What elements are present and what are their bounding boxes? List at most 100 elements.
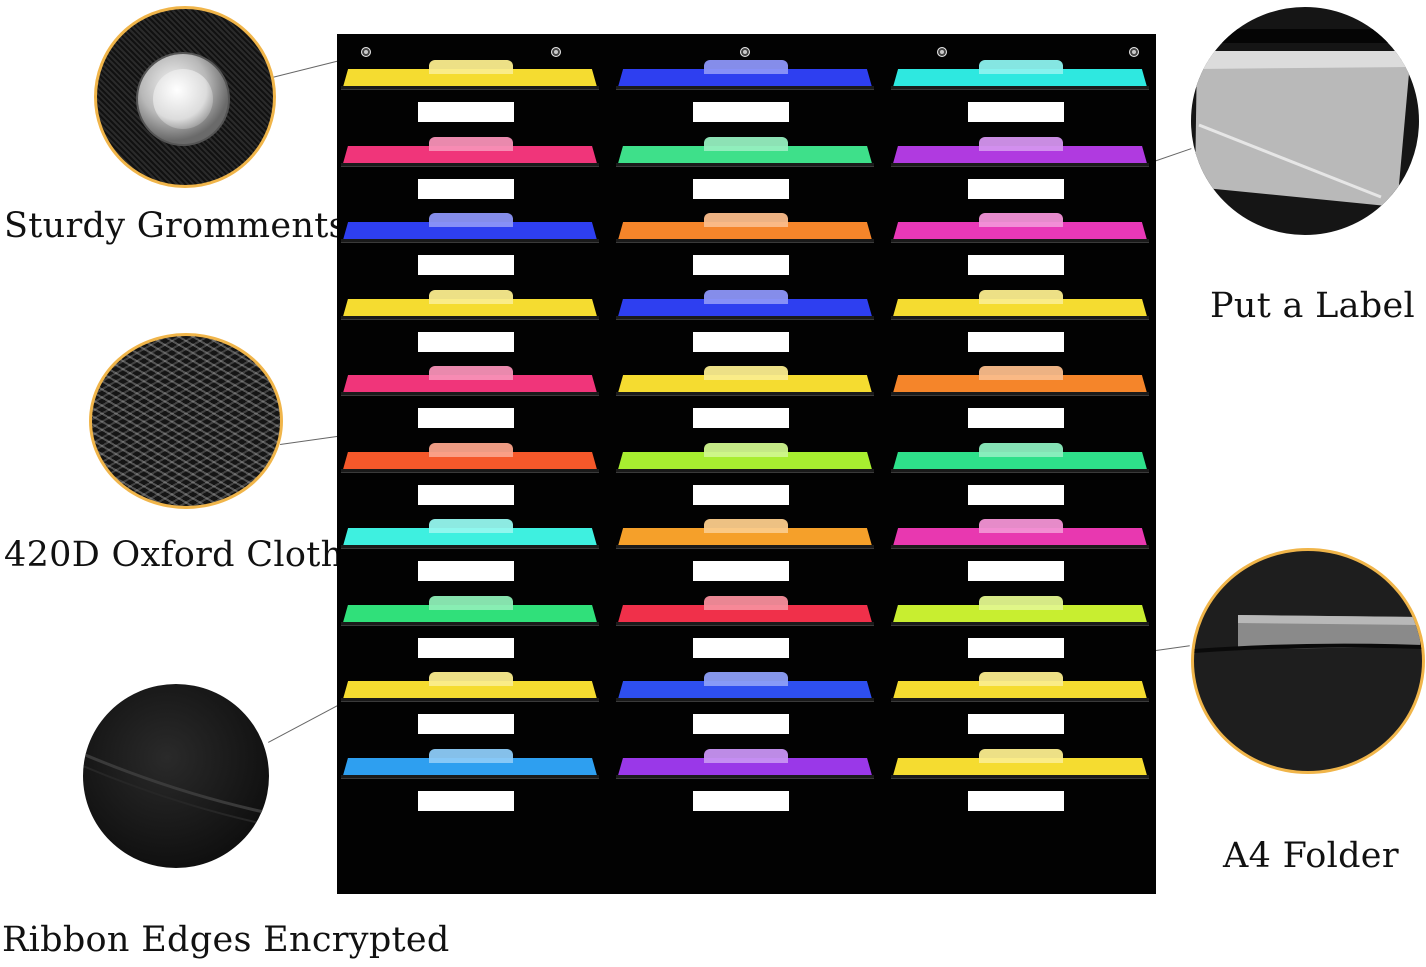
pocket-edge xyxy=(891,315,1149,320)
folder-body xyxy=(893,69,1147,87)
folder-body xyxy=(343,69,597,87)
pocket-edge xyxy=(341,315,599,320)
pocket-edge xyxy=(341,468,599,473)
folder-tab xyxy=(429,519,513,533)
folder-body xyxy=(893,757,1147,776)
folder-tab xyxy=(704,748,788,763)
folder-in-pocket-icon xyxy=(1194,615,1422,653)
leader-line-grommet xyxy=(272,60,339,78)
pocket-edge xyxy=(616,315,874,320)
pocket-edge xyxy=(616,545,874,549)
label-slot xyxy=(418,408,514,428)
folder-body xyxy=(343,681,597,699)
file-folder xyxy=(341,442,599,473)
pocket-edge xyxy=(891,545,1149,549)
grommet-icon xyxy=(136,52,230,146)
pocket-edge xyxy=(616,621,874,626)
folder-body xyxy=(618,145,872,164)
file-folder xyxy=(341,59,599,90)
pocket-edge xyxy=(891,239,1149,243)
grommet-closeup xyxy=(94,6,276,188)
pocket-edge xyxy=(341,239,599,243)
caption-label: Put a Label xyxy=(1210,286,1415,326)
caption-ribbon-edges: Ribbon Edges Encrypted xyxy=(2,920,450,960)
folder-tab xyxy=(429,748,513,763)
file-folder xyxy=(341,595,599,626)
file-folder xyxy=(891,442,1149,473)
folder-body xyxy=(618,681,872,699)
pocket-edge xyxy=(891,468,1149,473)
label-slot xyxy=(418,637,514,658)
folder-tab xyxy=(704,519,788,533)
pocket-edge xyxy=(341,86,599,90)
file-folder xyxy=(891,212,1149,243)
folder-tab xyxy=(429,595,513,610)
caption-oxford-cloth: 420D Oxford Cloth xyxy=(4,535,344,575)
oxford-cloth-closeup xyxy=(89,333,283,509)
pocket-edge xyxy=(891,162,1149,167)
label-slot xyxy=(968,714,1064,734)
folder-tab xyxy=(704,60,788,74)
folder-tab xyxy=(429,289,513,304)
file-folder xyxy=(891,289,1149,320)
folder-body xyxy=(893,222,1147,240)
label-slot xyxy=(418,255,514,275)
label-slot xyxy=(693,714,789,734)
folder-body xyxy=(343,451,597,470)
pocket-edge xyxy=(616,774,874,779)
file-folder xyxy=(616,518,874,549)
folder-tab xyxy=(704,213,788,227)
folder-tab xyxy=(429,366,513,380)
file-folder xyxy=(616,136,874,167)
folder-body xyxy=(618,451,872,470)
folder-tab xyxy=(704,595,788,610)
folder-tab xyxy=(704,136,788,151)
folder-tab xyxy=(979,213,1063,227)
label-slot xyxy=(418,102,514,122)
folder-body xyxy=(893,145,1147,164)
label-slot xyxy=(693,637,789,658)
folder-body xyxy=(343,604,597,623)
pocket-edge xyxy=(891,774,1149,779)
file-folder xyxy=(341,136,599,167)
label-slot xyxy=(418,484,514,505)
label-slot xyxy=(418,178,514,199)
folder-tab xyxy=(704,442,788,457)
label-slot xyxy=(968,561,1064,581)
file-folder xyxy=(616,289,874,320)
pocket-edge xyxy=(616,468,874,473)
pocket-edge xyxy=(891,698,1149,702)
label-slot xyxy=(968,408,1064,428)
caption-grommets: Sturdy Gromments xyxy=(4,206,347,246)
label-slot xyxy=(693,102,789,122)
folder-body xyxy=(618,375,872,393)
folder-body xyxy=(618,528,872,546)
folder-tab xyxy=(429,60,513,74)
folder-body xyxy=(343,528,597,546)
folder-tab xyxy=(429,213,513,227)
file-folder xyxy=(891,365,1149,396)
file-folder xyxy=(891,671,1149,702)
file-folder xyxy=(616,442,874,473)
folder-body xyxy=(893,451,1147,470)
file-folder xyxy=(891,595,1149,626)
label-slot xyxy=(693,484,789,505)
label-slot xyxy=(418,331,514,352)
pocket-edge xyxy=(341,621,599,626)
pocket-edge xyxy=(891,392,1149,396)
pocket-edge xyxy=(341,774,599,779)
folder-body xyxy=(893,681,1147,699)
folder-tab xyxy=(979,748,1063,763)
grommet xyxy=(551,47,561,57)
label-closeup xyxy=(1188,4,1422,238)
label-slot xyxy=(968,102,1064,122)
folder-tab xyxy=(979,595,1063,610)
pocket-edge xyxy=(616,392,874,396)
file-folder xyxy=(891,518,1149,549)
ribbon-edge-closeup xyxy=(80,681,272,871)
folder-body xyxy=(343,298,597,317)
pocket-edge xyxy=(616,698,874,702)
label-slot xyxy=(693,408,789,428)
folder-body xyxy=(893,298,1147,317)
pocket-edge xyxy=(616,239,874,243)
